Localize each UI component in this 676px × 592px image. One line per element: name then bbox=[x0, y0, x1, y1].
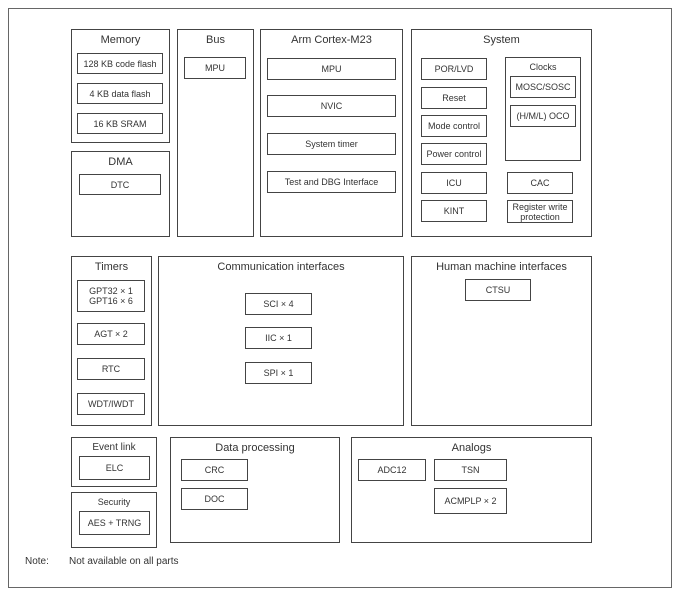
data-flash-block: 4 KB data flash bbox=[77, 83, 163, 104]
human-machine-interfaces-title: Human machine interfaces bbox=[436, 261, 567, 273]
power-control-block: Power control bbox=[421, 143, 487, 165]
aes-trng-block: AES + TRNG bbox=[79, 511, 150, 535]
gpt-block: GPT32 × 1 GPT16 × 6 bbox=[77, 280, 145, 312]
acmplp-block: ACMPLP × 2 bbox=[434, 488, 507, 514]
cac-block: CAC bbox=[507, 172, 573, 194]
crc-block: CRC bbox=[181, 459, 248, 481]
note-label: Note: bbox=[25, 556, 49, 567]
reset-block: Reset bbox=[421, 87, 487, 109]
data-processing-title: Data processing bbox=[215, 442, 295, 454]
icu-block: ICU bbox=[421, 172, 487, 194]
elc-block: ELC bbox=[79, 456, 150, 480]
security-title: Security bbox=[97, 497, 131, 507]
iic-block: IIC × 1 bbox=[245, 327, 312, 349]
mosc-sosc-block: MOSC/SOSC bbox=[510, 76, 576, 98]
analogs-title: Analogs bbox=[451, 442, 492, 454]
adc12-block: ADC12 bbox=[358, 459, 426, 481]
oco-block: (H/M/L) OCO bbox=[510, 105, 576, 127]
debug-interface-block: Test and DBG Interface bbox=[267, 171, 396, 193]
ctsu-block: CTSU bbox=[465, 279, 531, 301]
system-timer-block: System timer bbox=[267, 133, 396, 155]
event-link-title: Event link bbox=[92, 442, 136, 453]
bus-mpu-block: MPU bbox=[184, 57, 246, 79]
por-lvd-block: POR/LVD bbox=[421, 58, 487, 80]
code-flash-block: 128 KB code flash bbox=[77, 53, 163, 74]
dma-title: DMA bbox=[108, 156, 133, 168]
wdt-iwdt-block: WDT/IWDT bbox=[77, 393, 145, 415]
agt-block: AGT × 2 bbox=[77, 323, 145, 345]
nvic-block: NVIC bbox=[267, 95, 396, 117]
spi-block: SPI × 1 bbox=[245, 362, 312, 384]
communication-interfaces-title: Communication interfaces bbox=[217, 261, 345, 273]
bus-title: Bus bbox=[206, 34, 225, 46]
dtc-block: DTC bbox=[79, 174, 161, 195]
memory-title: Memory bbox=[100, 34, 141, 46]
clocks-title: Clocks bbox=[529, 62, 557, 72]
cpu-mpu-block: MPU bbox=[267, 58, 396, 80]
mode-control-block: Mode control bbox=[421, 115, 487, 137]
kint-block: KINT bbox=[421, 200, 487, 222]
doc-block: DOC bbox=[181, 488, 248, 510]
sci-block: SCI × 4 bbox=[245, 293, 312, 315]
cpu-title: Arm Cortex-M23 bbox=[291, 34, 372, 46]
system-title: System bbox=[483, 34, 520, 46]
sram-block: 16 KB SRAM bbox=[77, 113, 163, 134]
note-text: Not available on all parts bbox=[69, 556, 179, 567]
tsn-block: TSN bbox=[434, 459, 507, 481]
rtc-block: RTC bbox=[77, 358, 145, 380]
timers-title: Timers bbox=[94, 261, 129, 273]
register-write-protection-block: Register write protection bbox=[507, 200, 573, 223]
